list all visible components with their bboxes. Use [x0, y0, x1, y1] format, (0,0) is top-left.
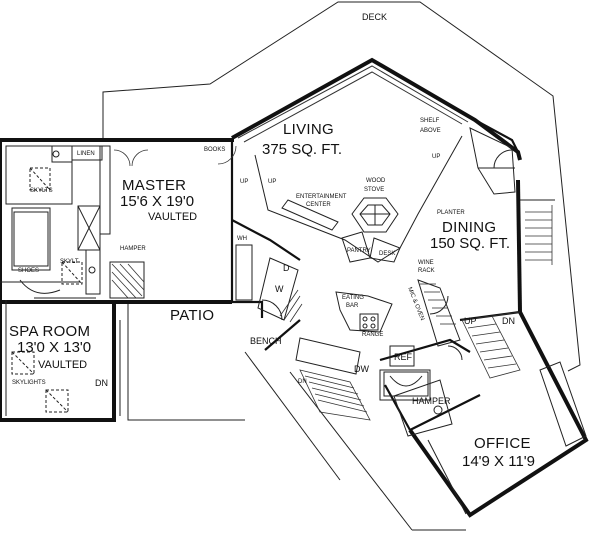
- master-dims: 15'6 X 19'0: [120, 193, 194, 210]
- kitchen-counters: [235, 244, 461, 401]
- deck-outline: [102, 1, 581, 372]
- above-label: ABOVE: [420, 128, 441, 134]
- master-title: MASTER: [122, 177, 186, 194]
- hamper-office-label: HAMPER: [412, 396, 451, 406]
- dining-wall: [516, 179, 522, 313]
- desk-label: DESK: [379, 251, 395, 257]
- pantry-desk: [341, 231, 401, 263]
- spa-dims: 13'0 X 13'0: [17, 339, 91, 356]
- deck-stairs: [525, 205, 553, 265]
- dining-title: DINING: [442, 219, 496, 236]
- up-living-label: UP: [268, 179, 276, 185]
- living-platform: [254, 135, 463, 263]
- dn-spa-label: DN: [95, 378, 108, 388]
- entertainment-label: ENTERTAINMENT: [296, 194, 347, 200]
- ref-label: REF: [394, 352, 413, 362]
- planter-label: PLANTER: [437, 210, 465, 216]
- master-wing-wall: [0, 138, 234, 302]
- patio-label: PATIO: [170, 307, 214, 324]
- wh-label: WH: [237, 236, 247, 242]
- skylights-label: SKYLIGHTS: [12, 380, 46, 386]
- shelf-label: SHELF: [420, 118, 440, 124]
- bar-label: BAR: [346, 303, 359, 309]
- mic-oven-label: MIC & OVEN: [406, 287, 425, 322]
- entry-stairs: [299, 369, 371, 421]
- eating-label: EATING: [342, 295, 364, 301]
- spa-details: [5, 297, 121, 416]
- wood-stove: [351, 197, 399, 233]
- master-doors: [113, 145, 237, 167]
- master-stair-hatch: [111, 263, 145, 299]
- skylts-label: SKYLTS: [30, 188, 53, 194]
- office-stairs: [461, 311, 521, 379]
- entertainment-center: [281, 199, 339, 231]
- center-label: CENTER: [306, 202, 331, 208]
- range-label: RANGE: [362, 332, 383, 338]
- wine-rack-hatch: [420, 283, 456, 325]
- dryer-label: D: [283, 263, 290, 273]
- master-bath: [0, 145, 145, 299]
- office-wall: [408, 311, 589, 518]
- laundry-stair-hatch: [279, 289, 303, 323]
- master-vaulted: VAULTED: [148, 211, 197, 223]
- washer-label: W: [275, 284, 284, 294]
- spa-vaulted: VAULTED: [38, 359, 87, 371]
- living-shelf-wall: [237, 65, 469, 143]
- dn-entry-label: DN: [298, 379, 307, 385]
- patio-outline: [127, 300, 466, 531]
- office-dims: 14'9 X 11'9: [462, 453, 535, 470]
- dn-office-label: DN: [502, 316, 515, 326]
- stove-label: STOVE: [364, 187, 384, 193]
- up-shelf-label: UP: [432, 154, 440, 160]
- rack-label: RACK: [418, 268, 435, 274]
- spa-wall: [0, 302, 116, 422]
- dishwasher-label: DW: [354, 364, 369, 374]
- dining-area: 150 SQ. FT.: [430, 235, 510, 252]
- interior-walls: [230, 119, 521, 431]
- spa-title: SPA ROOM: [9, 323, 90, 340]
- skylt-label: SKYLT: [60, 259, 79, 265]
- office-details: [383, 345, 587, 515]
- wine-label: WINE: [418, 260, 434, 266]
- office-title: OFFICE: [474, 435, 531, 452]
- shelf-corner: [469, 127, 516, 195]
- up-office-label: UP: [464, 316, 477, 326]
- wood-label: WOOD: [366, 178, 386, 184]
- living-title: LIVING: [283, 121, 334, 138]
- bench-label: BENCH: [250, 336, 282, 346]
- books-label: BOOKS: [204, 147, 225, 153]
- hamper-master-label: HAMPER: [120, 246, 146, 252]
- shoes-label: SHOES: [18, 268, 39, 274]
- up-master-label: UP: [240, 179, 248, 185]
- deck-label: DECK: [362, 12, 387, 22]
- pantry-label: PANTRY: [347, 248, 371, 254]
- linen-label: LINEN: [77, 151, 95, 157]
- deck: [102, 1, 581, 372]
- living-area: 375 SQ. FT.: [262, 141, 342, 158]
